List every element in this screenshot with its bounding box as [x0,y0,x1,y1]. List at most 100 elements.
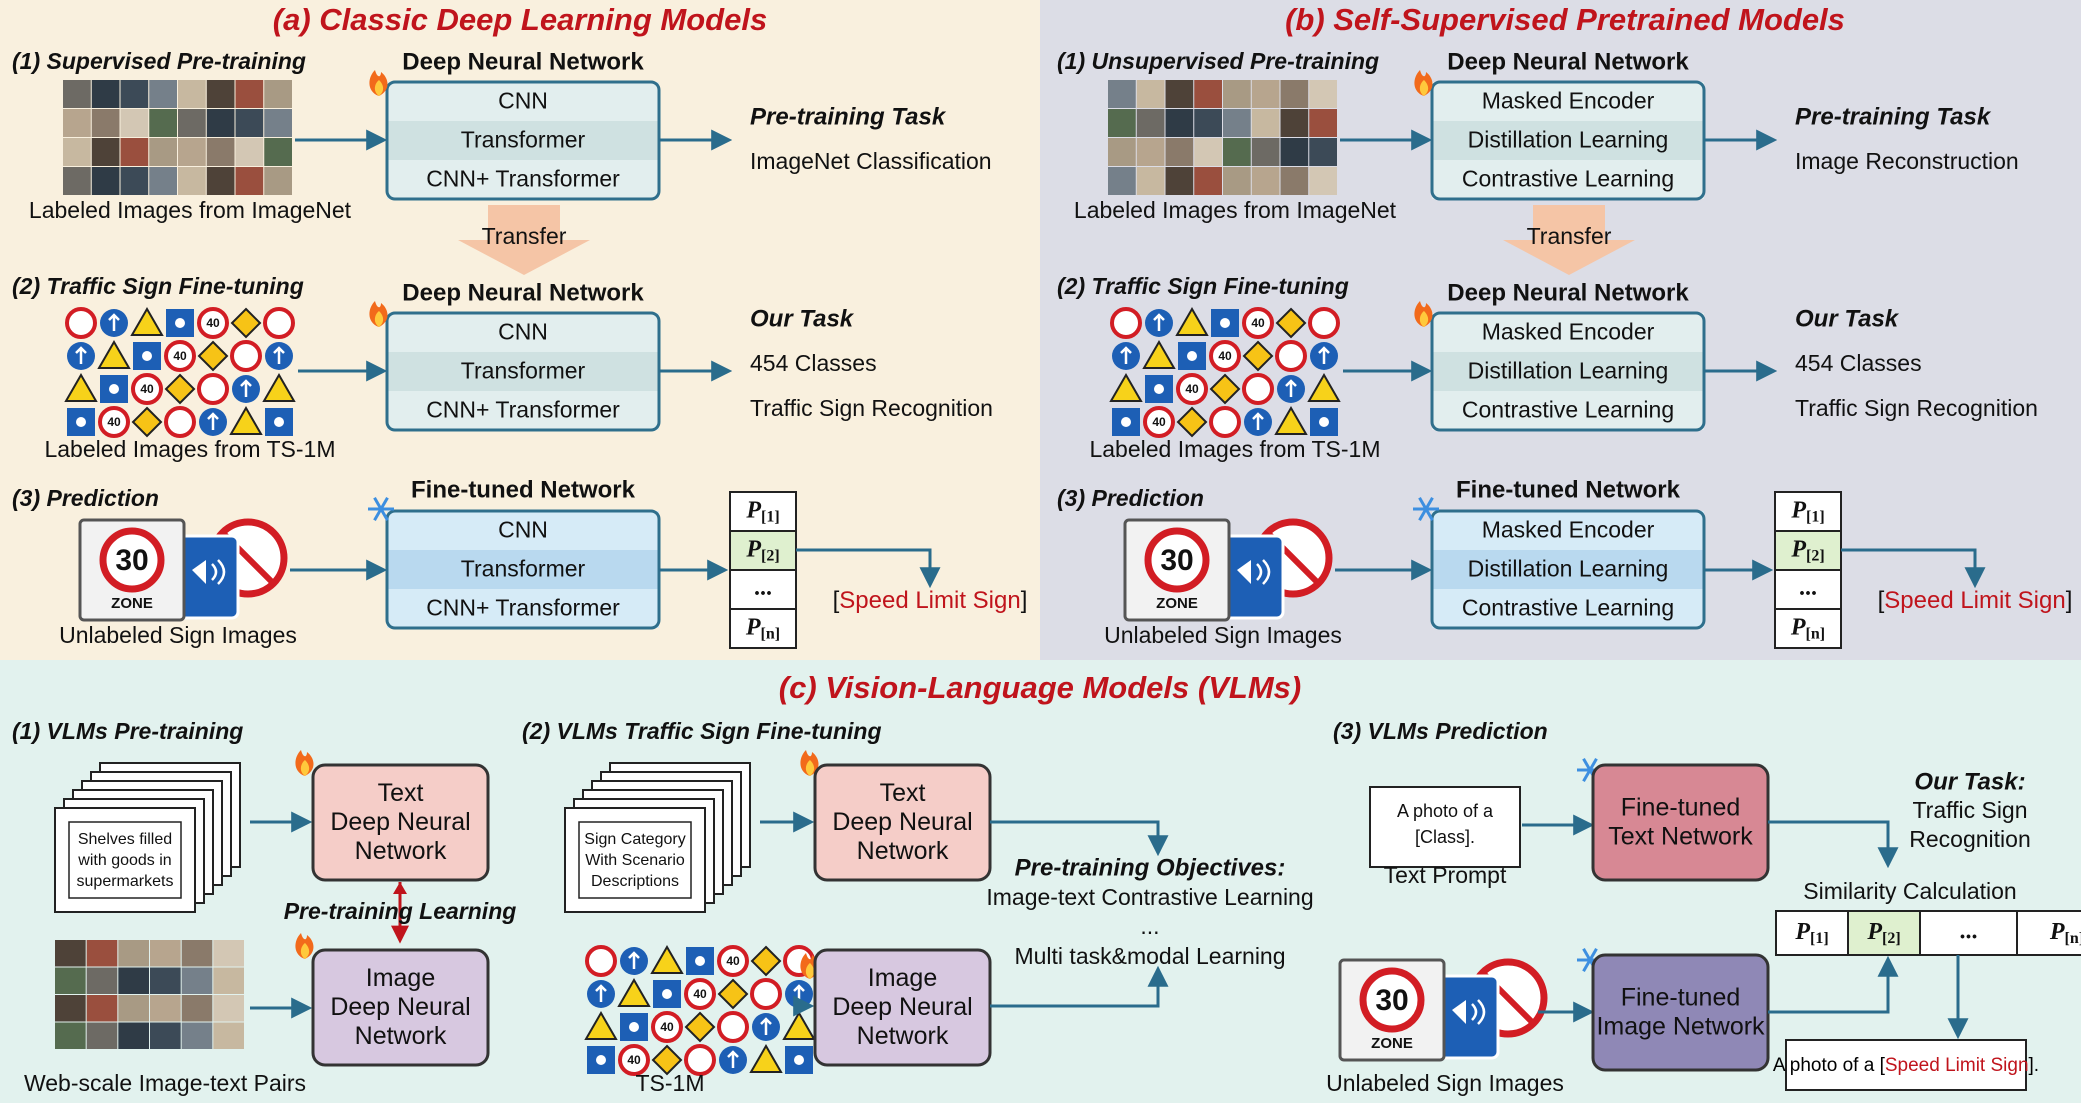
step-2-caption: Labeled Images from TS-1M [1089,436,1380,462]
sign-arrow [1285,379,1297,397]
sign-diamond [1176,406,1208,438]
output-label: [Speed Limit Sign] [833,587,1028,614]
probability-cell [1774,608,1842,649]
text-prompt-box [1369,786,1521,868]
sign-speed [1143,406,1175,438]
sign-speed-number: 40 [627,1053,641,1067]
network-label: Text [378,779,424,807]
task-2-line: 454 Classes [750,350,877,376]
caption-card [68,821,182,899]
sign-warning [262,372,296,402]
mosaic-tile [264,138,292,166]
sign-symbol [1319,417,1329,427]
sign-symbol [109,384,119,394]
sign-prohibit [197,373,229,405]
fire-inner [374,311,384,327]
mosaic-tile [86,1022,118,1049]
objective-line: ... [1140,913,1159,939]
snow-center [1423,506,1429,512]
mosaic-tile [1280,109,1309,137]
sign-prohibit [585,945,617,977]
mosaic-tile [1309,109,1337,137]
probability-label: ... [754,575,772,601]
network-row-label: CNN [498,517,548,543]
network-row [1432,82,1704,121]
network-label: Image [868,964,937,992]
caption-line: Sign Category [584,831,685,848]
transfer-label: Transfer [1527,223,1612,249]
probability-label: P[1] [1790,497,1824,525]
sign-arrow [273,346,285,364]
prompt-line: [Class]. [1415,827,1475,847]
zone-ring [1144,527,1210,593]
mosaic-tile [150,940,181,967]
arrow-s2-objectives-top [990,820,1169,857]
mosaic-tile [1108,167,1136,195]
sign-warning [1142,339,1176,369]
network-row [387,391,659,430]
mosaic-tile [1223,167,1251,195]
transfer-arrow [458,205,590,275]
vlm-s1-heading: (1) VLMs Pre-training [12,718,243,744]
step-2-heading: (2) Traffic Sign Fine-tuning [12,273,304,299]
mosaic-tile [1223,109,1251,137]
network-label: Deep Neural [330,808,470,836]
transfer-label: Transfer [482,223,567,249]
sign-symbol [1121,417,1131,427]
network-box [311,763,490,882]
mosaic-tile [1136,109,1165,137]
similarity-label-cell: P[1] [1794,919,1828,947]
transfer-arrow [1503,205,1635,275]
sign-speed [164,340,196,372]
fire-icon [369,70,388,96]
probability-label: P[2] [745,536,779,564]
probability-label: P[n] [745,614,780,642]
mosaic-tile [63,167,91,195]
sign-symbol [175,318,185,328]
sign-prohibit [1242,373,1274,405]
horn-shape [1452,1000,1466,1024]
fire-icon [1414,301,1433,327]
sign-speed-number: 40 [693,987,707,1001]
zone-number: 30 [1160,544,1193,577]
prompt-line: A photo of a [1397,801,1494,821]
network-row [387,313,659,352]
panel-a: (a) Classic Deep Learning Models(1) Supe… [12,2,1028,649]
sign-speed-number: 40 [1251,316,1265,330]
objectives-title: Pre-training Objectives: [1015,854,1286,881]
sign-warning [1274,405,1308,435]
network-row [1432,160,1704,199]
fire-inner [1419,311,1429,327]
network-row-label: Distillation Learning [1468,127,1669,153]
mosaic-tile [1136,167,1165,195]
fire-inner [1419,80,1429,96]
caption-line: Shelves filled [78,831,172,848]
vlm-s3-caption: Unlabeled Sign Images [1326,1070,1564,1096]
mosaic-tile [181,967,213,994]
zone-number: 30 [115,544,148,577]
probability-label: P[n] [1790,614,1825,642]
panel-b: (b) Self-Supervised Pretrained Models(1)… [1057,2,2072,649]
step-3-heading: (3) Prediction [1057,485,1204,511]
task-title: Our Task: [1914,768,2025,795]
network-row-label: Distillation Learning [1468,556,1669,582]
mosaic-tile [1165,138,1194,166]
objective-line: Image-text Contrastive Learning [986,884,1313,910]
sign-speed-number: 40 [1218,349,1232,363]
network-label: Deep Neural [330,993,470,1021]
sign-speed-number: 40 [140,382,154,396]
network-row-label: Transformer [461,127,586,153]
mosaic-tile [63,109,91,137]
similarity-label-cell: ... [1960,919,1978,945]
mosaic-tile [1194,138,1222,166]
mosaic-tile [235,109,264,137]
network-row-label: CNN [498,319,548,345]
network-label: Network [857,1022,949,1050]
mosaic-tile [63,138,91,166]
